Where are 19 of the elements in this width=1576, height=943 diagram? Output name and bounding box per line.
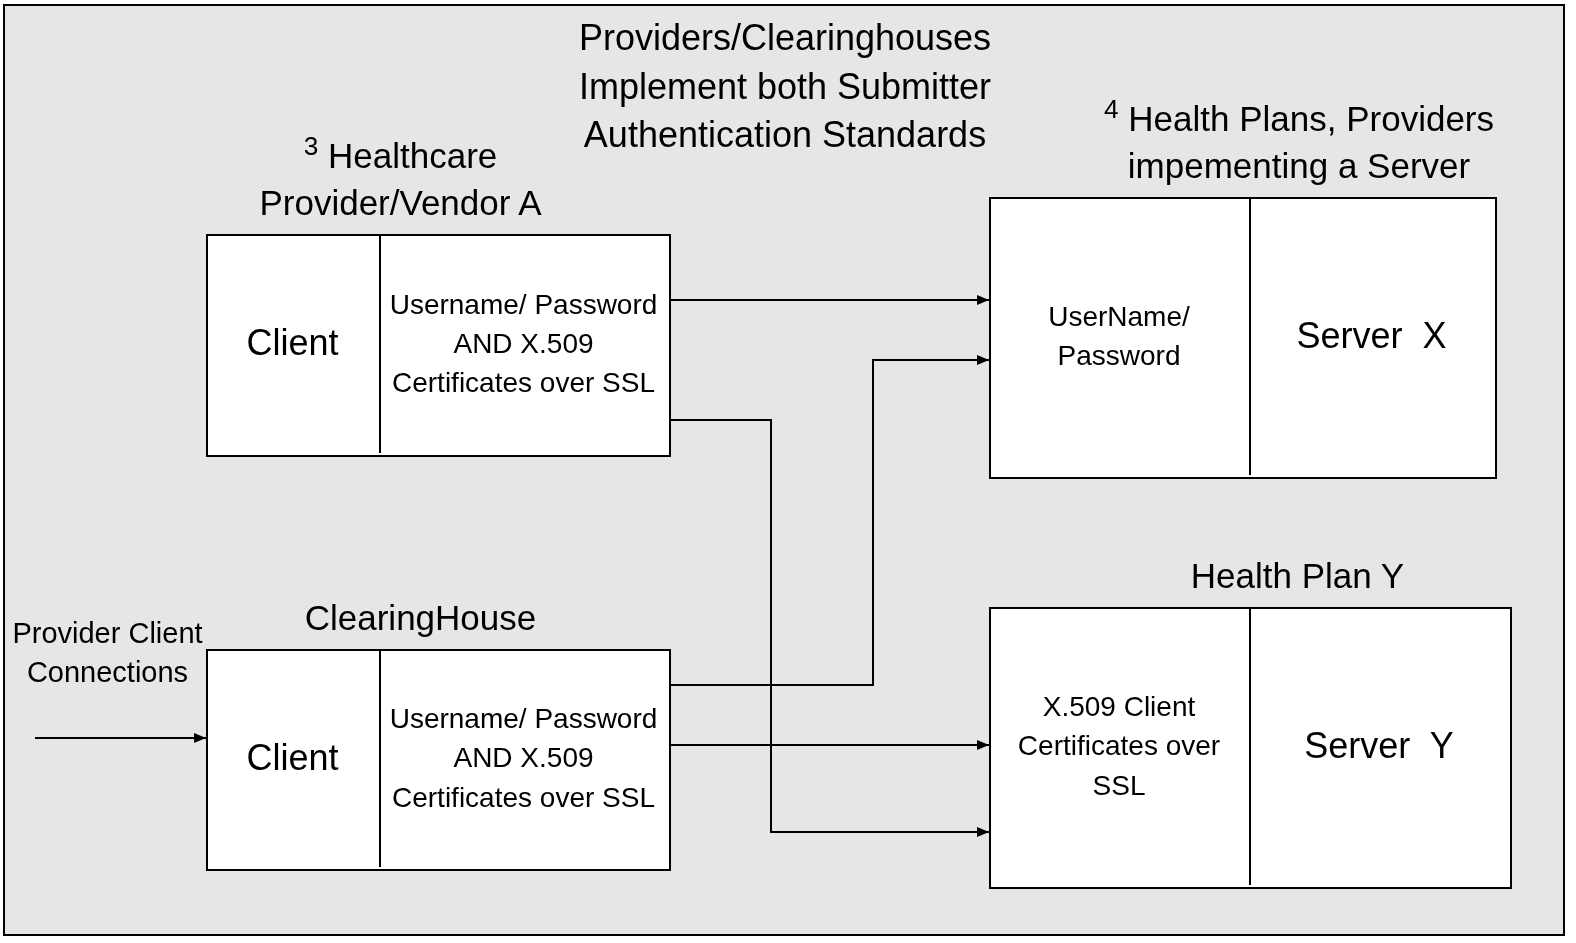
group-heading: $^{4}$ Health Plans, Providers impementing a Server (1102, 95, 1496, 187)
cell-text: Server Y (1304, 723, 1454, 768)
arrow (670, 355, 990, 686)
group-heading: Health Plan Y (1189, 555, 1406, 597)
arrow (670, 740, 990, 750)
cell-text: Client (246, 321, 339, 366)
group-heading: ClearingHouse (303, 597, 538, 639)
arrow (34, 733, 207, 743)
group-heading: $^{3}$ Healthcare Provider/Vendor A (258, 132, 543, 224)
note-text: Provider Client Connections (11, 616, 204, 691)
note-text: Providers/Clearinghouses Implement both Submitter Authentication Standards (577, 16, 993, 158)
cell-text: UserName/ Password (1047, 299, 1191, 373)
cell-text: Client (246, 735, 339, 780)
cell-text: Server X (1296, 313, 1447, 358)
cell-text: X.509 Client Certificates over SSL (1016, 690, 1222, 803)
cell-text: Username/ Password AND X.509 Certificates over SSL (388, 287, 659, 401)
arrow (670, 419, 990, 837)
cell-text: Username/ Password AND X.509 Certificates over SSL (388, 702, 659, 815)
arrow (670, 295, 990, 305)
